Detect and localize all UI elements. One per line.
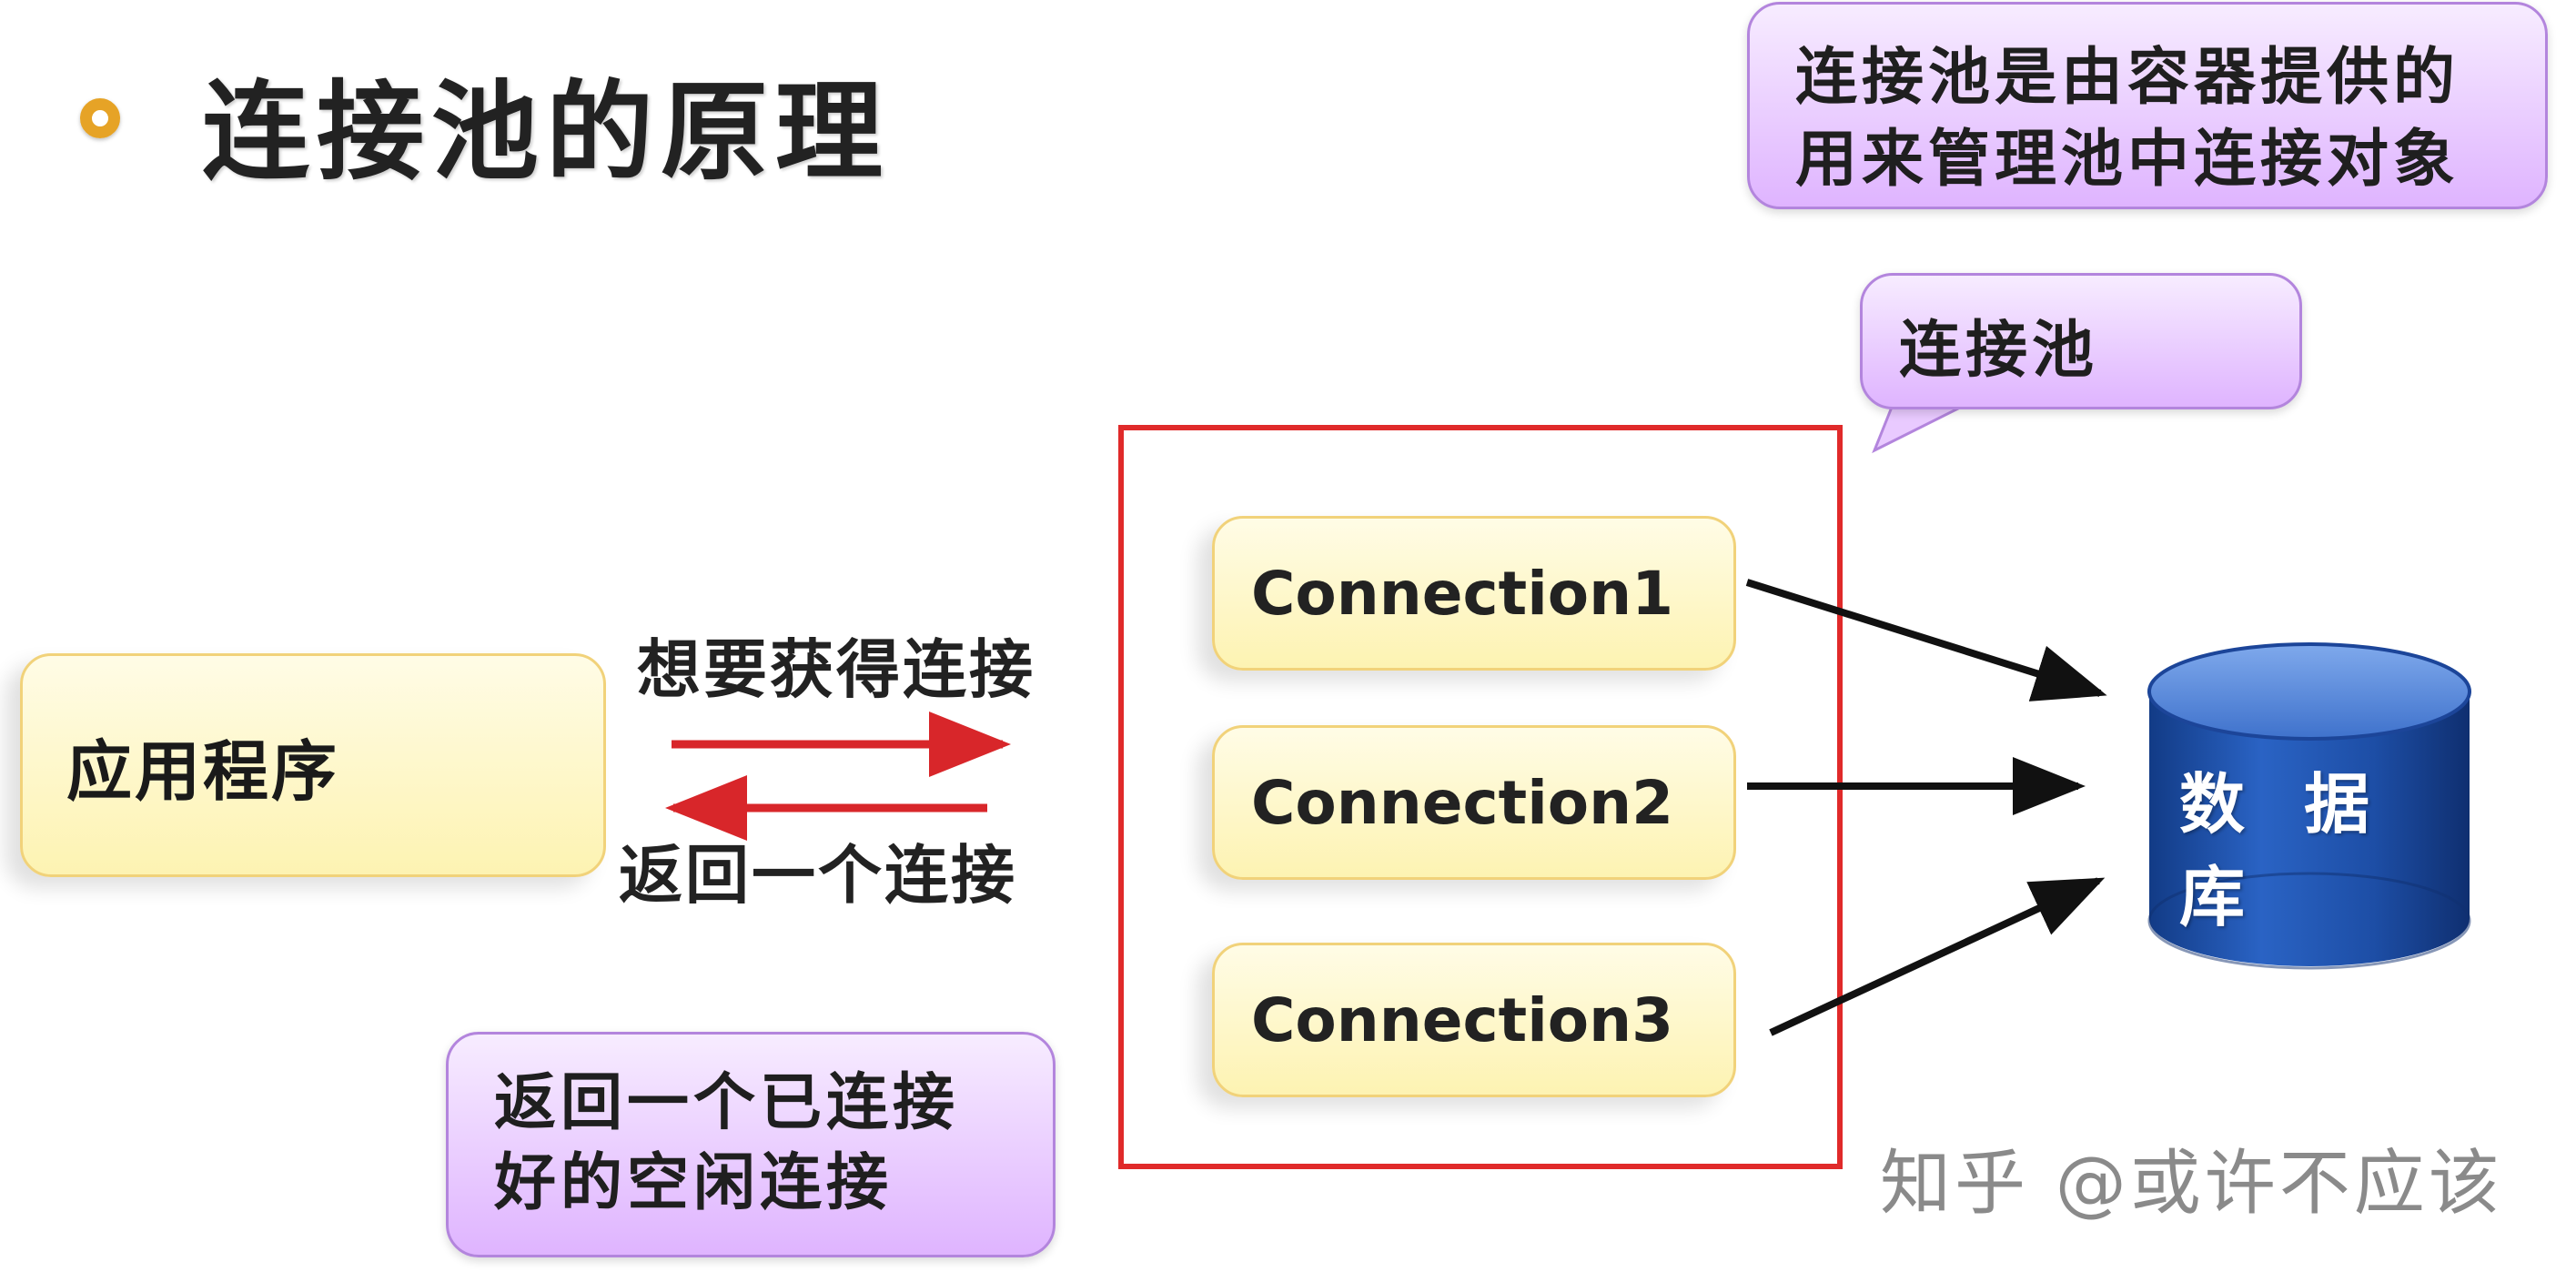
pool-name-label: 连接池 (1899, 315, 2099, 387)
pool-name-callout: 连接池 (1860, 273, 2302, 409)
connection-label-2: Connection2 (1251, 767, 1674, 838)
database-cylinder-icon (2147, 642, 2471, 970)
application-box: 应用程序 (20, 653, 606, 877)
connection-box-1: Connection1 (1212, 516, 1736, 671)
title-bullet-icon (80, 98, 120, 138)
conn1-db-arrow (1745, 579, 2107, 702)
returned-connection-callout: 返回一个已连接 好的空闲连接 (446, 1032, 1056, 1257)
return-label: 返回一个连接 (619, 838, 1017, 913)
container-callout-line1: 连接池是由容器提供的 (1795, 42, 2460, 114)
connection-box-2: Connection2 (1212, 725, 1736, 880)
database-label-line1: 数 据 (2179, 766, 2389, 843)
connection-box-3: Connection3 (1212, 943, 1736, 1097)
container-callout: 连接池是由容器提供的 用来管理池中连接对象 (1747, 2, 2548, 209)
connection-label-1: Connection1 (1251, 558, 1674, 629)
watermark: 知乎 @或许不应该 (1880, 1143, 2503, 1225)
container-callout-line2: 用来管理池中连接对象 (1795, 124, 2460, 196)
pool-border (1118, 425, 1843, 1169)
database-label-line2: 库 (2179, 859, 2264, 935)
conn3-db-arrow (1769, 877, 2106, 1036)
pool-callout-tail (1872, 403, 1966, 454)
connection-label-3: Connection3 (1251, 984, 1674, 1055)
returned-callout-line2: 好的空闲连接 (494, 1147, 894, 1219)
returned-callout-line1: 返回一个已连接 (494, 1067, 960, 1139)
request-label: 想要获得连接 (637, 632, 1035, 707)
application-label: 应用程序 (66, 732, 340, 810)
page-title: 连接池的原理 (202, 69, 891, 195)
